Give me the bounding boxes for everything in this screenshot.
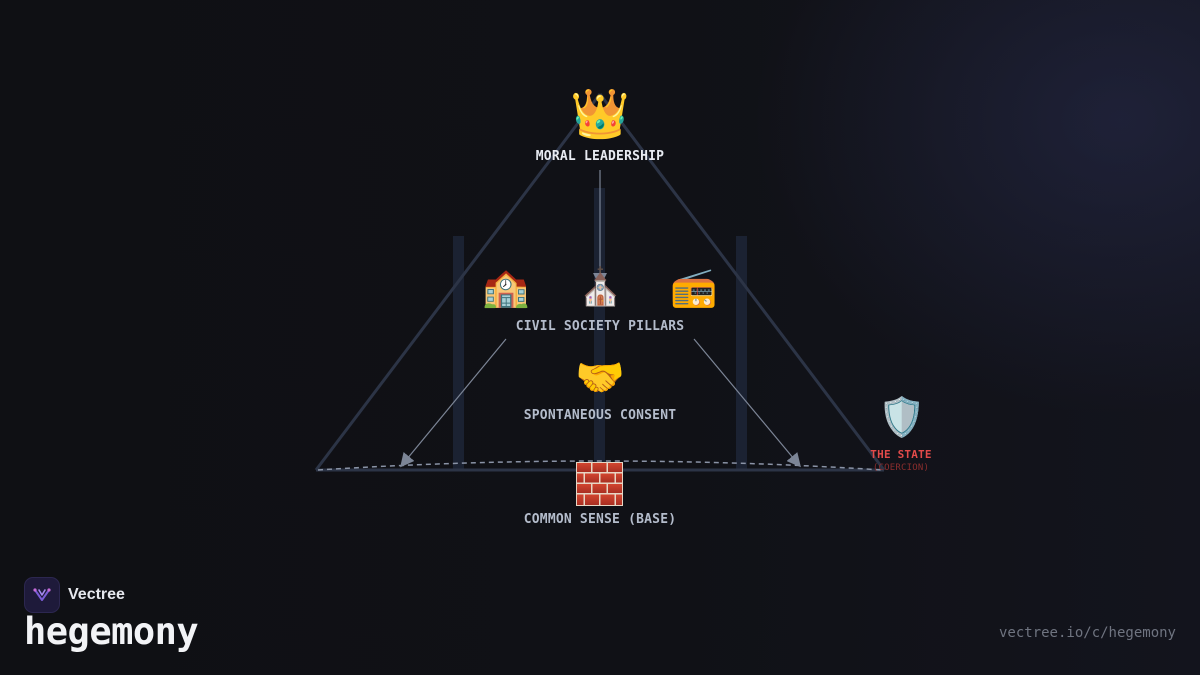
triangle-right-edge bbox=[598, 93, 886, 471]
school-icon: 🏫 bbox=[482, 265, 530, 309]
handshake-icon: 🤝 bbox=[575, 355, 625, 401]
common-sense-base-label: COMMON SENSE (BASE) bbox=[523, 512, 677, 527]
page-url[interactable]: vectree.io/c/hegemony bbox=[998, 625, 1176, 641]
arrow-pillars-to-left bbox=[400, 338, 507, 468]
church-icon: ⛪ bbox=[578, 267, 623, 308]
page-title: hegemony bbox=[24, 610, 199, 653]
vectree-logo-icon bbox=[24, 577, 60, 613]
triangle-left-edge bbox=[314, 93, 602, 471]
pillar-right bbox=[736, 236, 747, 470]
consent-dashed-arc bbox=[317, 460, 883, 471]
arrow-pillars-to-right bbox=[693, 338, 801, 468]
crown-icon: 👑 bbox=[570, 86, 630, 142]
brand: Vectree bbox=[24, 577, 125, 613]
spontaneous-consent-label: SPONTANEOUS CONSENT bbox=[523, 408, 677, 423]
civil-society-pillars-label: CIVIL SOCIETY PILLARS bbox=[515, 319, 685, 334]
the-state-label: THE STATE bbox=[870, 448, 932, 461]
brick-wall-icon bbox=[576, 462, 623, 506]
pillar-left bbox=[453, 236, 464, 470]
moral-leadership-label: MORAL LEADERSHIP bbox=[535, 149, 665, 164]
pillar-center bbox=[594, 188, 605, 470]
shield-icon: 🛡️ bbox=[878, 395, 926, 439]
coercion-label: (COERCION) bbox=[872, 463, 930, 473]
brand-name: Vectree bbox=[68, 586, 125, 603]
radio-icon: 📻 bbox=[670, 265, 718, 309]
